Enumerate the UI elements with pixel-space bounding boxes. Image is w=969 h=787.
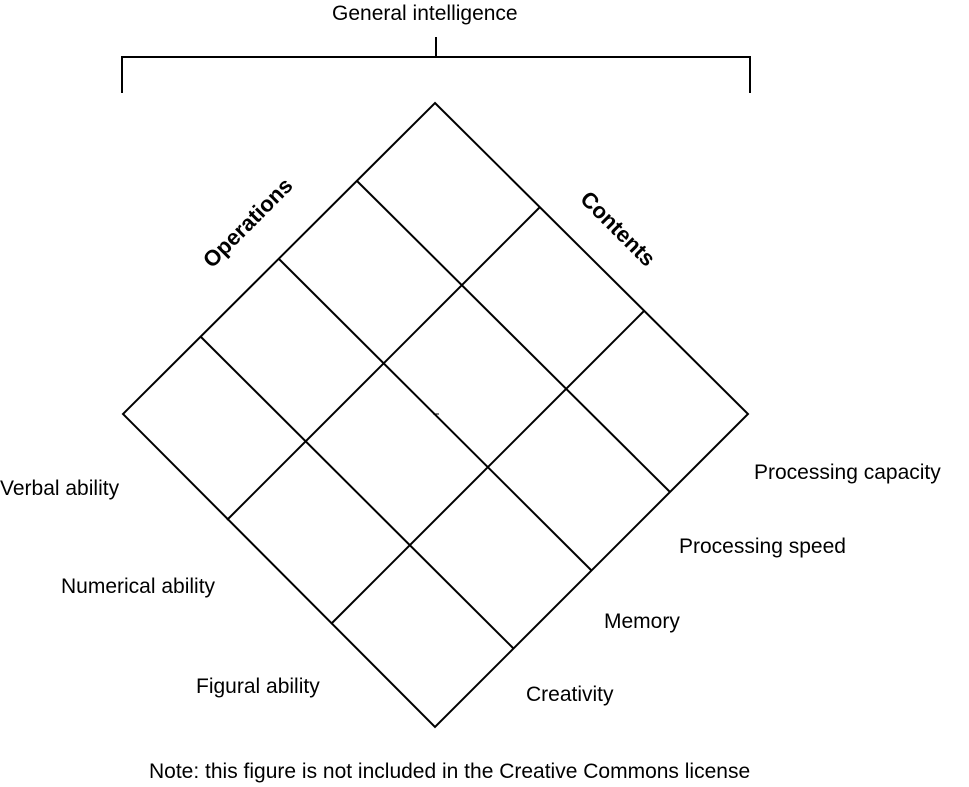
grid-line-operations-1 [226,206,541,521]
general-intelligence-bracket [121,37,751,93]
operation-label-figural: Figural ability [196,675,320,698]
general-intelligence-title: General intelligence [332,2,518,25]
content-label-creativity: Creativity [526,683,614,706]
grid-line-contents-1 [356,180,671,493]
operation-label-verbal: Verbal ability [0,477,120,500]
license-note: Note: this figure is not included in the… [149,760,751,783]
grid-outline [121,101,750,729]
ability-grid [121,101,750,729]
grid-line-contents-2 [278,258,593,572]
content-label-processing-capacity: Processing capacity [754,461,941,484]
content-label-memory: Memory [604,610,680,633]
operation-label-numerical: Numerical ability [61,575,216,598]
grid-line-operations-2 [330,310,645,625]
content-label-processing-speed: Processing speed [679,535,846,558]
grid-line-contents-3 [200,336,515,650]
